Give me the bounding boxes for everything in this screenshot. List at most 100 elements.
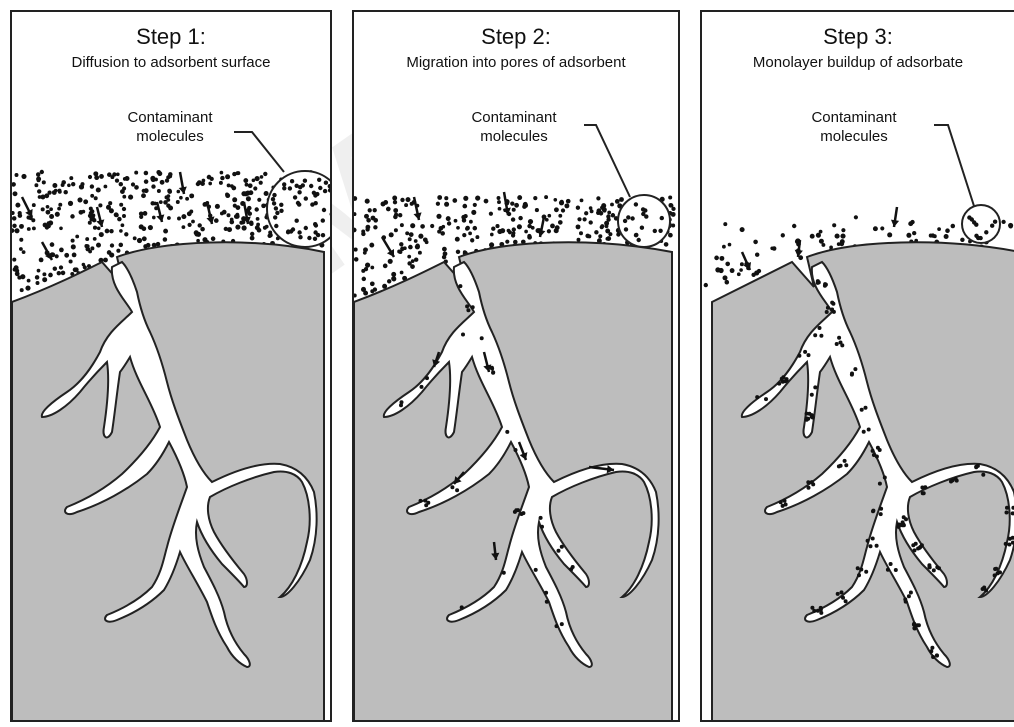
molecule	[279, 203, 283, 207]
molecule	[163, 200, 168, 205]
molecule	[41, 207, 45, 211]
molecule	[908, 221, 913, 226]
molecule	[202, 179, 206, 183]
molecule	[88, 175, 92, 179]
molecule	[20, 288, 24, 292]
molecule	[364, 267, 368, 271]
molecule	[475, 235, 479, 239]
molecule	[840, 234, 845, 239]
molecule	[783, 379, 787, 383]
molecule	[839, 341, 843, 345]
step-caption: Monolayer buildup of adsorbate	[702, 54, 1014, 71]
molecule	[670, 204, 674, 208]
molecule	[723, 222, 727, 226]
molecule	[386, 207, 391, 212]
molecule	[405, 231, 409, 235]
molecule	[394, 228, 398, 232]
molecule	[181, 214, 186, 219]
molecule	[610, 203, 614, 207]
molecule	[779, 500, 783, 504]
molecule	[903, 597, 907, 601]
molecule	[577, 217, 581, 221]
molecule	[42, 277, 47, 282]
molecule	[282, 182, 286, 186]
molecule	[498, 207, 502, 211]
molecule	[369, 243, 374, 248]
molecule	[297, 230, 301, 234]
molecule	[250, 232, 254, 236]
molecule	[951, 478, 955, 482]
molecule	[52, 183, 57, 188]
molecule	[993, 573, 997, 577]
molecule	[232, 197, 237, 202]
molecule	[157, 171, 162, 176]
molecule	[364, 214, 369, 219]
molecule	[176, 200, 180, 204]
molecule	[420, 385, 424, 389]
molecule	[59, 265, 63, 269]
molecule	[119, 182, 123, 186]
molecule	[535, 208, 539, 212]
molecule	[53, 266, 57, 270]
molecule	[1005, 506, 1009, 510]
molecule	[272, 201, 276, 205]
molecule	[260, 175, 264, 179]
molecule	[365, 227, 369, 231]
molecule	[71, 239, 75, 243]
molecule	[82, 263, 86, 267]
molecule	[12, 224, 16, 228]
molecule	[274, 206, 278, 210]
molecule	[271, 197, 275, 201]
molecule	[297, 190, 301, 194]
molecule	[313, 230, 317, 234]
molecule	[362, 277, 366, 281]
molecule	[935, 653, 939, 657]
molecule	[117, 217, 122, 222]
molecule	[58, 190, 62, 194]
molecule	[370, 266, 374, 270]
molecule	[994, 567, 998, 571]
molecule	[607, 211, 611, 215]
molecule	[366, 218, 371, 223]
molecule	[452, 198, 457, 203]
molecule	[514, 203, 519, 208]
molecule	[594, 230, 598, 234]
molecule	[122, 214, 126, 218]
molecule	[886, 568, 890, 572]
molecule	[105, 229, 110, 234]
molecule	[444, 202, 449, 207]
molecule	[835, 342, 839, 346]
molecule	[354, 248, 358, 252]
molecule	[34, 183, 38, 187]
molecule	[544, 591, 548, 595]
molecule	[420, 224, 425, 229]
molecule	[490, 233, 494, 237]
molecule	[951, 224, 956, 229]
molecule	[480, 336, 484, 340]
molecule	[363, 251, 367, 255]
molecule	[229, 220, 234, 225]
molecule	[522, 204, 526, 208]
molecule	[579, 231, 583, 235]
molecule	[391, 277, 395, 281]
molecule	[590, 209, 594, 213]
molecule	[807, 486, 811, 490]
molecule	[653, 229, 657, 233]
molecule	[354, 257, 358, 262]
contaminant-label: Contaminantmolecules	[784, 108, 924, 146]
molecule	[873, 226, 878, 231]
molecule	[484, 199, 489, 204]
molecule	[460, 605, 464, 609]
molecule	[167, 216, 171, 220]
molecule	[80, 182, 84, 186]
molecule	[361, 232, 365, 236]
molecule	[303, 179, 307, 183]
molecule	[978, 236, 982, 240]
molecule	[883, 476, 887, 480]
molecule	[932, 568, 936, 572]
molecule	[922, 491, 926, 495]
molecule	[208, 182, 212, 186]
molecule	[398, 213, 402, 217]
molecule	[12, 182, 16, 187]
molecule	[119, 229, 123, 233]
